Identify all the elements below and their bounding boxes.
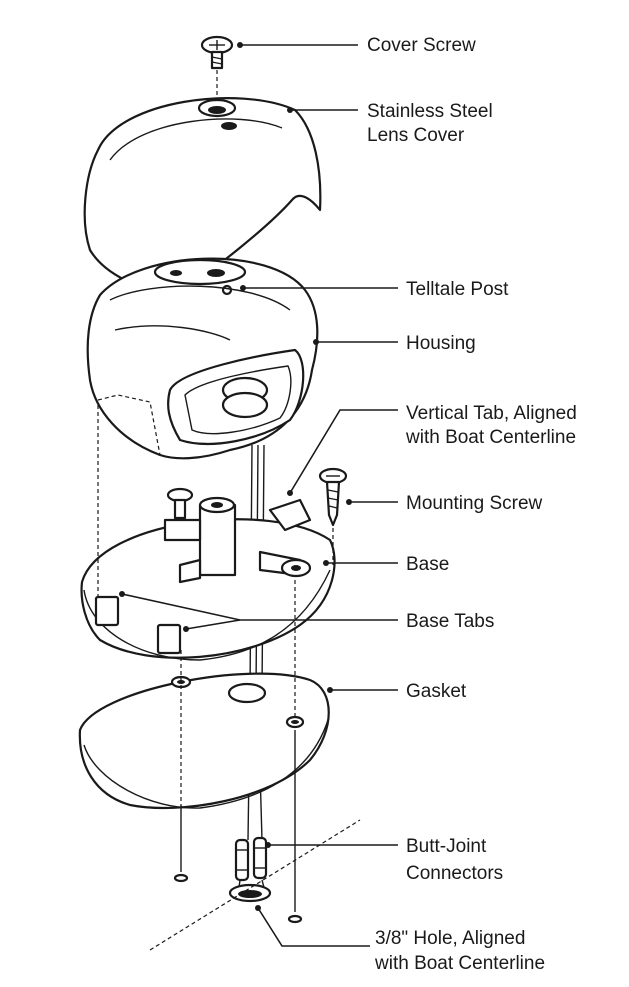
label-gasket: Gasket xyxy=(406,681,467,702)
label-base: Base xyxy=(406,554,449,575)
label-vertical-tab-line1: Vertical Tab, Aligned xyxy=(406,403,577,424)
label-base-tabs: Base Tabs xyxy=(406,611,494,632)
cover-screw-part xyxy=(200,35,234,70)
mounting-screw-part xyxy=(318,467,348,565)
label-lens-cover-line1: Stainless Steel xyxy=(367,101,493,122)
label-mounting-screw: Mounting Screw xyxy=(406,493,543,514)
housing-part xyxy=(86,257,319,460)
boat-centerline xyxy=(149,819,361,951)
label-cover-screw: Cover Screw xyxy=(367,35,476,56)
base-part xyxy=(80,487,336,661)
label-butt-joint-line2: Connectors xyxy=(406,863,503,884)
label-hole-line1: 3/8" Hole, Aligned xyxy=(375,928,525,949)
deck-hole-left xyxy=(173,873,189,883)
leader-lines xyxy=(119,42,398,947)
label-telltale-post: Telltale Post xyxy=(406,279,509,300)
deck-hole-right xyxy=(287,914,303,924)
label-hole-line2: with Boat Centerline xyxy=(374,953,545,974)
gasket-part xyxy=(78,672,330,810)
label-vertical-tab-line2: with Boat Centerline xyxy=(405,427,576,448)
label-housing: Housing xyxy=(406,333,476,354)
label-lens-cover-line2: Lens Cover xyxy=(367,125,465,146)
label-butt-joint-line1: Butt-Joint xyxy=(406,836,487,857)
lens-cover-part xyxy=(83,97,322,297)
butt-joint-connectors-part xyxy=(234,836,268,882)
wire-bundle xyxy=(237,444,267,896)
